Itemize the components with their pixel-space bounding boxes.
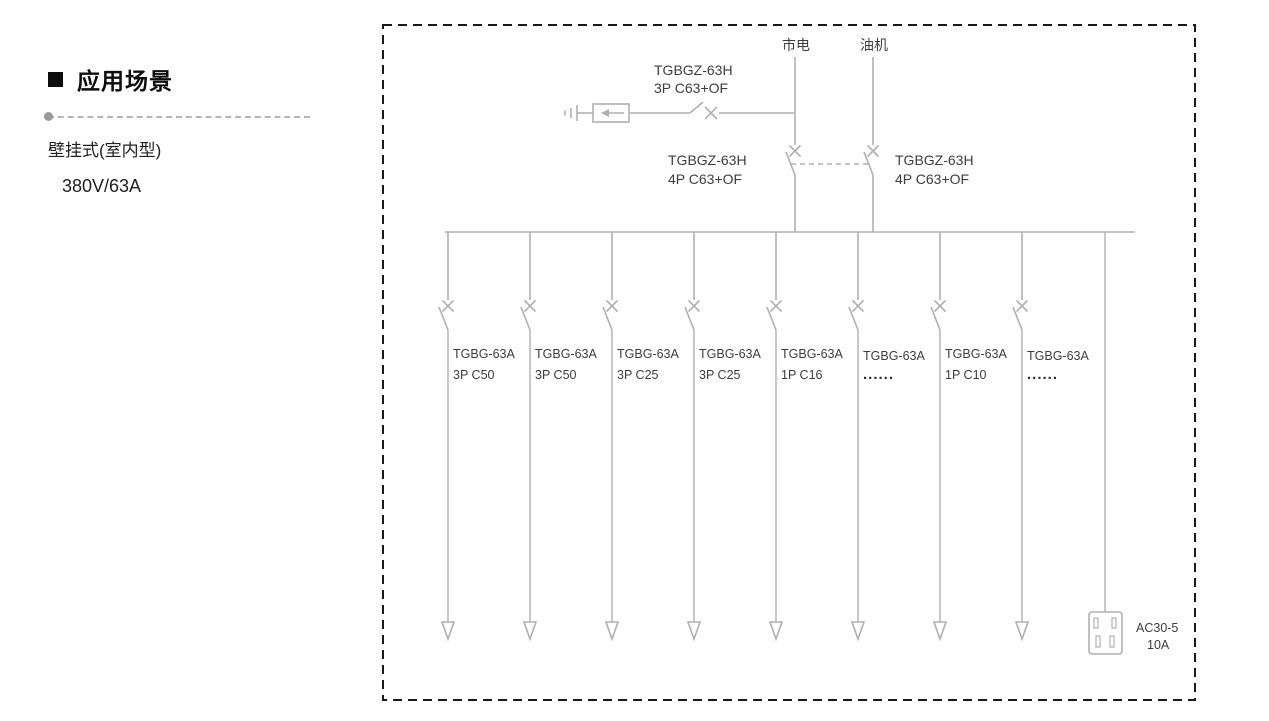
dashed-leader-line [44, 112, 310, 121]
feeder-arrow-icon [522, 621, 538, 642]
feeder-spec: 3P C25 [617, 368, 659, 382]
mains-source-label: 市电 [782, 37, 810, 53]
caption-panel: 应用场景 壁挂式(室内型) 380V/63A [44, 62, 348, 197]
feeder-breaker-icon [438, 299, 455, 331]
feeder-model: TGBG-63A [863, 349, 925, 363]
generator-breaker-icon [863, 144, 880, 176]
feeder-spec: 3P C25 [699, 368, 741, 382]
feeder-7: TGBG-63A 1P C10 [930, 232, 1007, 642]
feeder-arrow-icon [932, 621, 948, 642]
feeder-breaker-icon [1012, 299, 1029, 331]
feeder-5: TGBG-63A 1P C16 [766, 232, 843, 642]
generator-breaker-model: TGBGZ-63H [895, 152, 974, 168]
leader-dot-icon [44, 112, 53, 121]
mount-type-label: 壁挂式(室内型) [48, 141, 162, 160]
diagram-border [382, 24, 1196, 701]
surge-arrester-icon [592, 103, 630, 123]
socket-rating-label: 10A [1147, 638, 1170, 652]
feeder-arrow-icon [440, 621, 456, 642]
feeder-model: TGBG-63A [781, 347, 843, 361]
socket-model-label: AC30-5 [1136, 621, 1178, 635]
feeder-spec: 1P C10 [945, 368, 987, 382]
feeder-3: TGBG-63A 3P C25 [602, 232, 679, 642]
ground-icon [564, 105, 578, 121]
mains-breaker-icon [785, 144, 802, 176]
feeder-8: TGBG-63A ...... [1012, 232, 1089, 642]
feeder-model: TGBG-63A [945, 347, 1007, 361]
section-title: 应用场景 [77, 68, 173, 94]
section-heading: 应用场景 [48, 62, 348, 96]
feeder-breaker-icon [602, 299, 619, 331]
feeder-arrow-icon [1014, 621, 1030, 642]
feeder-spec: ...... [1027, 366, 1058, 383]
voltage-rating-label: 380V/63A [62, 176, 142, 196]
feeder-spec: 3P C50 [535, 368, 577, 382]
feeder-breaker-icon [766, 299, 783, 331]
socket-icon [1088, 611, 1123, 655]
mains-breaker-spec: 4P C63+OF [668, 171, 742, 187]
feeder-6: TGBG-63A ...... [848, 232, 925, 642]
feeder-arrow-icon [604, 621, 620, 642]
spd-breaker-spec: 3P C63+OF [654, 80, 728, 96]
feeder-breaker-icon [848, 299, 865, 331]
feeder-model: TGBG-63A [617, 347, 679, 361]
feeder-arrow-icon [850, 621, 866, 642]
feeder-4: TGBG-63A 3P C25 [684, 232, 761, 642]
socket-feeder: AC30-5 10A [1088, 232, 1178, 655]
feeder-1: TGBG-63A 3P C50 [438, 232, 515, 642]
feeder-arrow-icon [768, 621, 784, 642]
feeder-spec: 3P C50 [453, 368, 495, 382]
feeder-model: TGBG-63A [453, 347, 515, 361]
feeder-spec: ...... [863, 366, 894, 383]
feeder-model: TGBG-63A [1027, 349, 1089, 363]
generator-breaker-spec: 4P C63+OF [895, 171, 969, 187]
generator-source-label: 油机 [860, 37, 888, 53]
feeder-2: TGBG-63A 3P C50 [520, 232, 597, 642]
spd-breaker-model: TGBGZ-63H [654, 62, 733, 78]
feeder-spec: 1P C16 [781, 368, 823, 382]
feeder-model: TGBG-63A [535, 347, 597, 361]
feeder-breaker-icon [930, 299, 947, 331]
feeder-breaker-icon [684, 299, 701, 331]
feeder-model: TGBG-63A [699, 347, 761, 361]
bullet-square-icon [48, 71, 63, 87]
spd-breaker-icon [689, 101, 718, 120]
feeder-breaker-icon [520, 299, 537, 331]
mains-breaker-model: TGBGZ-63H [668, 152, 747, 168]
feeder-arrow-icon [686, 621, 702, 642]
